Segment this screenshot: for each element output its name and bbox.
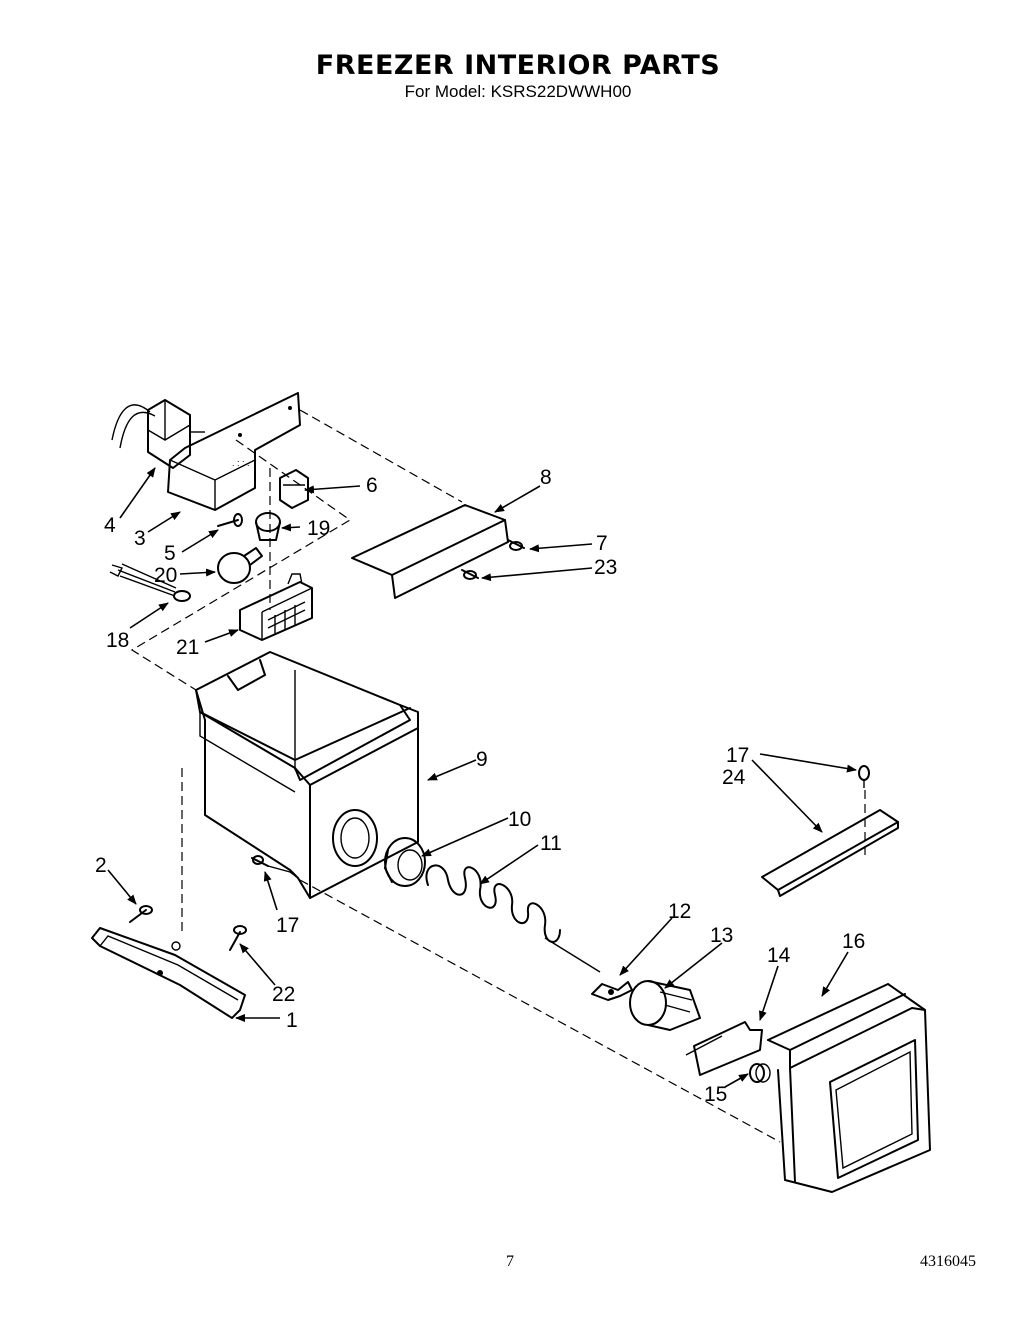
part-5-screw [217,513,243,527]
part-15-nut [749,1063,771,1083]
model-subtitle: For Model: KSRS22DWWH00 [404,82,632,101]
part-1-rail [91,927,246,1019]
callout-18: 18 [106,629,129,652]
part-21-shield [239,573,313,641]
callout-19: 19 [307,517,330,540]
part-24-strip [761,809,899,897]
part-17-fastener-left [251,855,299,879]
part-16-front [767,983,931,1193]
part-3-light-housing: . : : . [167,392,301,511]
callout-8: 8 [540,466,552,489]
callout-16: 16 [842,930,865,953]
part-23-screw [461,569,479,580]
part-6-clip [279,469,309,509]
page-title: FREEZER INTERIOR PARTS [315,50,721,81]
callout-7: 7 [596,532,608,555]
svg-text:. : : .: . : : . [232,458,250,468]
callout-6: 6 [366,474,378,497]
callout-23: 23 [594,556,617,579]
part-22-screw [229,925,247,951]
part-14-bracket [685,1021,763,1076]
part-17-fastener-right [858,765,870,788]
part-20-bulb [217,547,263,584]
callout-10: 10 [508,808,531,831]
callout-5: 5 [164,542,176,565]
page-number: 7 [506,1253,514,1270]
part-9-ice-bin [195,651,419,899]
document-number: 4316045 [920,1253,976,1270]
callout-12: 12 [668,900,691,923]
callout-9: 9 [476,748,488,771]
callout-1: 1 [286,1009,298,1032]
callout-17-left: 17 [276,914,299,937]
callout-2: 2 [95,854,107,877]
callout-labels: 4 3 5 6 19 20 18 21 8 7 23 9 10 11 12 13… [95,466,865,1106]
part-8-plate [351,504,509,599]
callout-21: 21 [176,636,199,659]
callout-14: 14 [767,944,791,967]
part-12-blade [591,981,633,1001]
callout-17-right: 17 [726,744,749,767]
part-11-auger [425,864,601,973]
leader-lines [107,467,857,1088]
callout-24: 24 [722,766,746,789]
callout-15: 15 [704,1083,727,1106]
callout-20: 20 [154,564,177,587]
part-13-crusher [629,980,701,1031]
part-7-screw [507,539,525,551]
part-19-socket [255,512,281,541]
callout-3: 3 [134,527,146,550]
part-10-cap [384,837,426,887]
callout-4: 4 [104,514,116,537]
part-4-switch [111,399,205,469]
callout-11: 11 [540,832,562,855]
callout-22: 22 [272,983,295,1006]
part-18-harness [109,563,191,602]
callout-13: 13 [710,924,733,947]
part-2-screw [129,905,153,923]
